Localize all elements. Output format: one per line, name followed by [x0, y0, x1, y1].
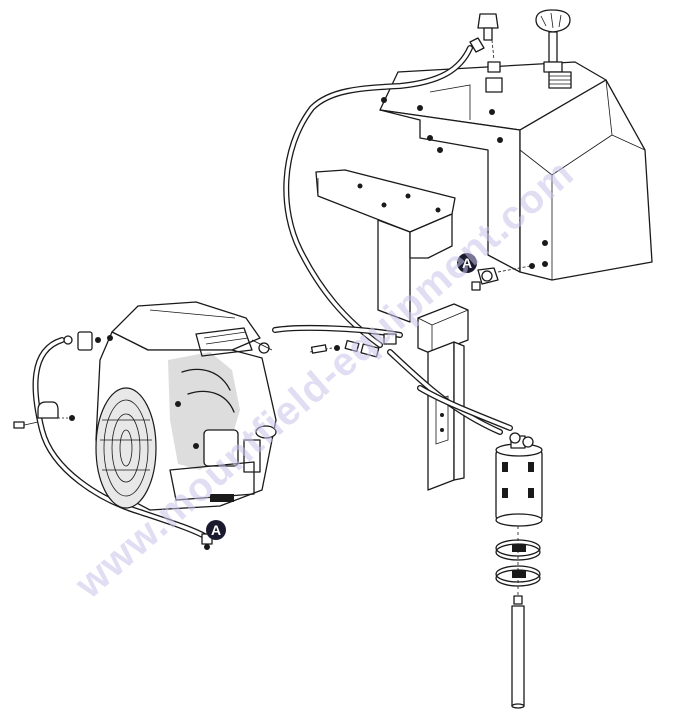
shutoff-valve — [471, 263, 535, 291]
bottom-pipe — [511, 595, 525, 709]
fuel-filter — [495, 432, 543, 527]
engine — [95, 301, 277, 511]
engine-fittings — [13, 331, 213, 550]
vent-valve — [469, 13, 503, 93]
hose-clamps — [495, 526, 541, 598]
fuel-hoses — [32, 45, 513, 541]
mount-bracket — [315, 169, 456, 323]
callout-a-tank: A — [457, 253, 477, 273]
callout-a-tank-label: A — [462, 255, 472, 271]
callout-a-engine-label: A — [211, 522, 221, 538]
callout-a-engine: A — [206, 520, 226, 540]
fuel-cap — [535, 9, 572, 89]
hose-fittings — [309, 333, 397, 358]
